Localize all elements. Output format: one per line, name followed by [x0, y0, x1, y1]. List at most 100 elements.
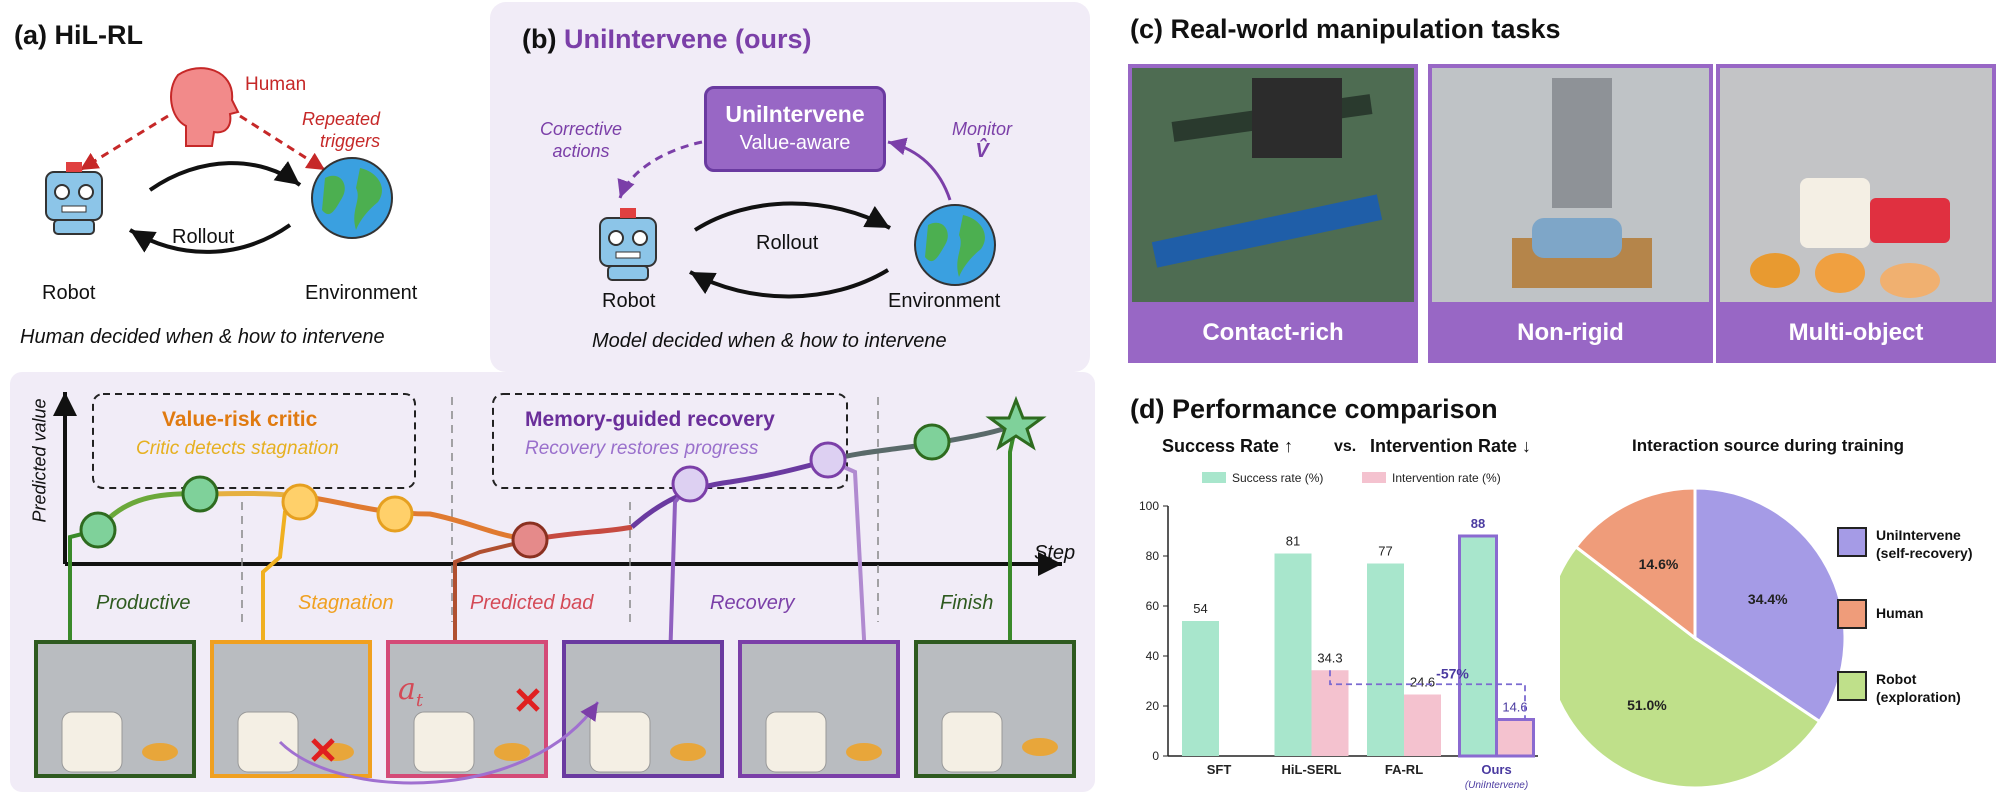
bar-intervention-label: 14.6	[1502, 700, 1527, 715]
environment-label-b: Environment	[888, 290, 1001, 312]
x-tick-label: FA-RL	[1385, 762, 1423, 777]
monitor-label: Monitor V̂	[952, 118, 1012, 162]
panel-c-title: (c) Real-world manipulation tasks	[1130, 14, 1561, 44]
environment-label-a: Environment	[305, 282, 418, 304]
repeated-line: Repeated	[302, 109, 381, 129]
phase-recovery: Recovery	[710, 592, 795, 614]
pie-chart: 34.4%51.0%14.6%UniIntervene(self-recover…	[1560, 486, 1973, 790]
reduction-bracket	[1329, 670, 1526, 720]
panel-b-bg	[490, 2, 1090, 372]
bar-intervention	[1404, 694, 1441, 756]
bar-success-label: 81	[1286, 534, 1300, 549]
panel-b-name: UniIntervene (ours)	[563, 24, 812, 54]
robot-label-a: Robot	[42, 282, 96, 304]
value-hat-symbol: V̂	[975, 140, 989, 162]
rollout-label-b: Rollout	[756, 232, 819, 254]
bar-success	[1367, 563, 1404, 756]
caption-non-rigid: Non-rigid	[1428, 303, 1713, 363]
finish-star-icon	[985, 395, 1047, 451]
ours-sublabel: (UniIntervene)	[1465, 780, 1528, 791]
critic-title: Value-risk critic	[162, 408, 318, 431]
y-tick-label: 20	[1146, 699, 1160, 713]
pie-slice-label: 51.0%	[1627, 697, 1667, 713]
pie-slice-label: 34.4%	[1748, 591, 1788, 607]
pie-legend-label: Robot	[1876, 671, 1917, 687]
panel-b-prefix: (b)	[522, 24, 564, 54]
pie-slice	[1560, 544, 1822, 790]
robot-label-b: Robot	[602, 290, 656, 312]
legend-label: Success rate (%)	[1232, 471, 1323, 485]
pie-legend-swatch	[1837, 599, 1867, 629]
panel-d-title: (d) Performance comparison	[1130, 394, 1498, 424]
corrective-actions-label: Corrective actions	[540, 118, 622, 162]
triggers-line: triggers	[320, 131, 381, 151]
robot-icon-a	[45, 162, 103, 235]
bar-intervention-label: 34.3	[1317, 650, 1342, 665]
globe-icon-a	[311, 157, 393, 239]
phase-predicted-bad: Predicted bad	[470, 592, 594, 614]
uniintervene-box-title: UniIntervene	[725, 101, 865, 127]
x-axis-label: Step	[1034, 542, 1076, 564]
panel-b-title: (b) UniIntervene (ours)	[522, 24, 812, 55]
bar-intervention-label: 24.6	[1410, 675, 1435, 690]
globe-icon-b	[914, 204, 996, 286]
pie-slice-label: 14.6%	[1639, 556, 1679, 572]
legend-label: Intervention rate (%)	[1392, 471, 1501, 485]
panel-b-diagram	[599, 137, 996, 299]
y-axis-label: Predicted value	[29, 398, 50, 523]
robot-icon-b	[599, 208, 657, 281]
croissant-shapes	[142, 738, 1058, 761]
pie-legend-swatch	[1837, 527, 1867, 557]
subtitle-success: Success Rate ↑	[1162, 436, 1294, 456]
panel-b-caption: Model decided when & how to intervene	[592, 330, 947, 352]
caption-multi-object: Multi-object	[1716, 303, 1996, 363]
phase-finish: Finish	[940, 592, 994, 614]
pie-legend-label: Human	[1876, 605, 1923, 621]
phase-stagnation: Stagnation	[298, 592, 394, 614]
memory-subtitle: Recovery restores progress	[525, 438, 759, 459]
photo-multi-object	[1716, 64, 1996, 306]
critic-subtitle: Critic detects stagnation	[136, 438, 339, 459]
panel-a-title: (a) HiL-RL	[14, 20, 143, 50]
timeline-photos	[34, 640, 1076, 778]
y-tick-label: 60	[1146, 599, 1160, 613]
caption-contact-rich: Contact-rich	[1128, 303, 1418, 363]
pie-legend-swatch	[1837, 671, 1867, 701]
bar-success	[1274, 553, 1312, 756]
bar-chart: 02040608010054SFT8134.3HiL-SERL7724.6FA-…	[1139, 471, 1538, 791]
bar-success-label: 54	[1193, 601, 1207, 616]
human-label: Human	[245, 74, 307, 95]
phase-productive: Productive	[96, 592, 191, 614]
repeated-triggers-label: Repeated triggers	[302, 108, 380, 152]
y-tick-label: 80	[1146, 549, 1160, 563]
cross-mark-icons	[311, 688, 540, 762]
bar-intervention	[1495, 718, 1535, 758]
uniintervene-box: UniIntervene Value-aware	[704, 86, 886, 172]
bar-success-label: 77	[1378, 544, 1392, 559]
panel-a-caption: Human decided when & how to intervene	[20, 326, 385, 348]
x-tick-label: SFT	[1207, 762, 1232, 777]
pie-legend-label: (exploration)	[1876, 689, 1961, 705]
photo-contact-rich	[1128, 64, 1418, 306]
pie-slice	[1573, 486, 1697, 642]
panel-a-diagram	[45, 67, 393, 254]
reduction-label: -57%	[1436, 665, 1469, 681]
rollout-label-a: Rollout	[172, 226, 235, 248]
memory-title: Memory-guided recovery	[525, 408, 775, 431]
action-a: a	[398, 672, 416, 707]
actions-line: actions	[552, 141, 610, 161]
value-timeline	[34, 392, 1076, 785]
photo-non-rigid	[1428, 64, 1713, 306]
x-tick-label: Ours	[1481, 762, 1511, 777]
pie-title: Interaction source during training	[1632, 436, 1905, 455]
action-symbol: at	[398, 672, 423, 711]
corrective-line: Corrective	[540, 119, 623, 139]
action-subscript: t	[415, 690, 424, 711]
x-tick-label: HiL-SERL	[1282, 762, 1342, 777]
legend-swatch	[1202, 472, 1226, 483]
pie-legend-label: (self-recovery)	[1876, 545, 1973, 561]
bar-success	[1182, 621, 1219, 756]
subtitle-vs: vs.	[1334, 438, 1357, 455]
subtitle-intervention: Intervention Rate ↓	[1370, 436, 1532, 456]
bar-success-label: 88	[1471, 516, 1485, 531]
